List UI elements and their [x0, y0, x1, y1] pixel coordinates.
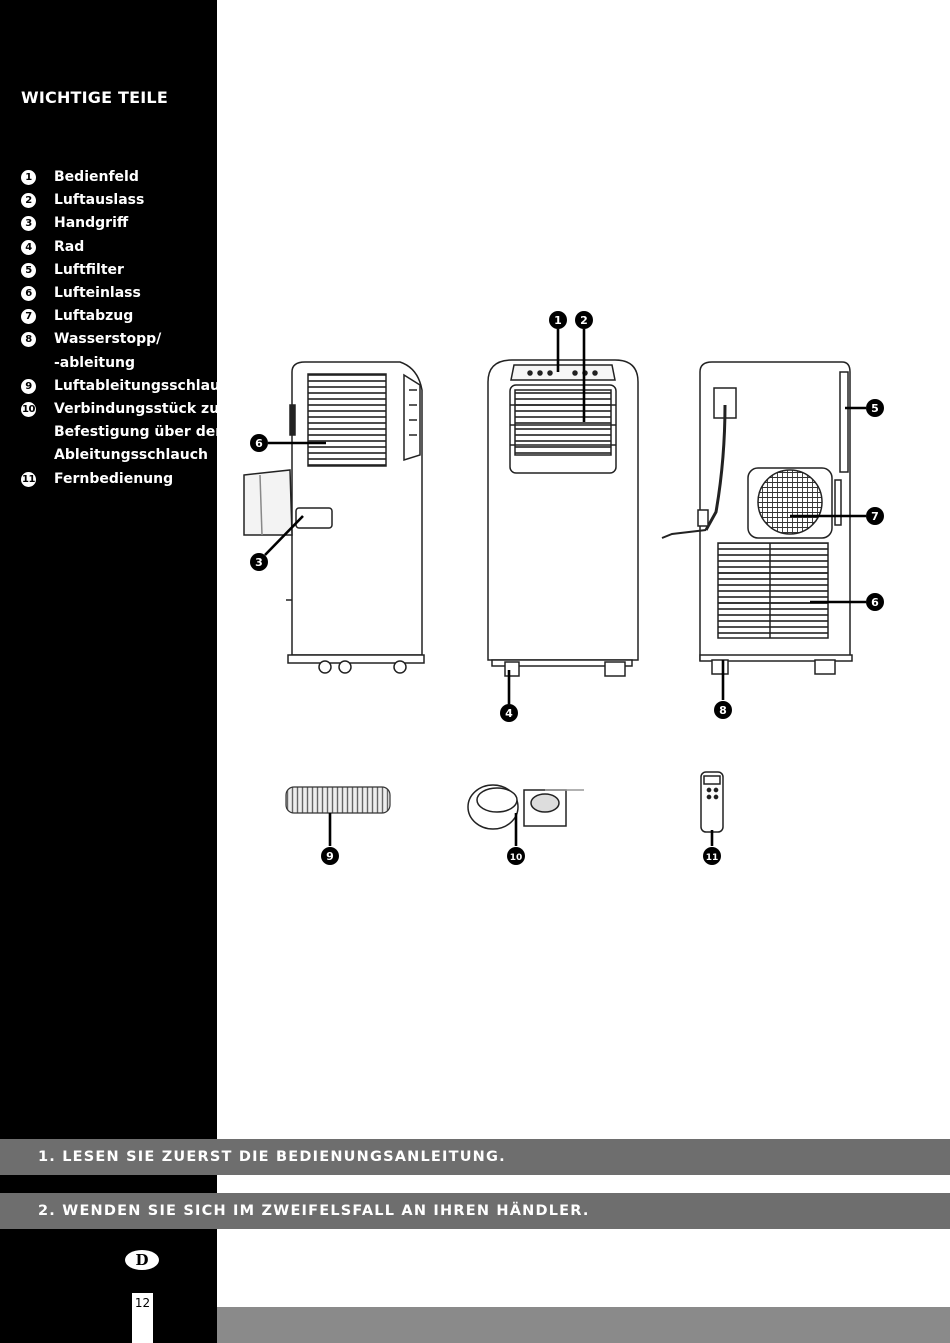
callout-1: 1 [549, 311, 567, 329]
part-label: Luftabzug [54, 308, 134, 325]
callout-label: 4 [505, 707, 513, 720]
part-number: 4 [21, 239, 36, 255]
callout-10: 10 [507, 847, 525, 865]
callout-label: 7 [871, 510, 879, 523]
part-label: Rad [54, 238, 85, 255]
front-view [487, 359, 639, 677]
accessory-hose [285, 786, 391, 814]
part-label: -ableitung [54, 354, 136, 371]
callout-5: 5 [866, 399, 884, 417]
accessory-connector [467, 784, 584, 830]
part-item-continuation: Ableitungsschlauch [21, 444, 238, 467]
part-number: 6 [21, 286, 36, 302]
callout-6-rear: 6 [866, 593, 884, 611]
part-item-continuation: Befestigung über dem [21, 421, 238, 444]
part-item: 6 Lufteinlass [21, 282, 238, 305]
part-item: 8 Wasserstopp/ [21, 328, 238, 351]
part-number: 1 [21, 170, 36, 185]
parts-list: 1 Bedienfeld 2 Luftauslass 3 Handgriff 4 Rad… [21, 166, 238, 491]
part-number: 10 [21, 402, 36, 418]
callout-label: 2 [580, 314, 588, 327]
part-number: 11 [21, 471, 36, 487]
accessory-remote [700, 771, 724, 833]
part-item: 4 Rad [21, 236, 238, 259]
part-label: Lufteinlass [54, 285, 141, 302]
part-item: 2 Luftauslass [21, 189, 238, 212]
product-illustration: 1 2 6 3 4 5 7 6 8 9 10 11 [243, 311, 884, 865]
part-label: Handgriff [54, 215, 129, 232]
part-number: 3 [21, 216, 36, 232]
part-label: Fernbedienung [54, 470, 174, 487]
footer-strip [217, 1307, 950, 1343]
callout-label: 9 [326, 850, 334, 863]
side-view [243, 361, 425, 674]
part-number: 2 [21, 193, 36, 209]
part-item: 11 Fernbedienung [21, 468, 238, 491]
callout-label: 6 [255, 437, 263, 450]
part-item: 5 Luftfilter [21, 259, 238, 282]
part-item: 10 Verbindungsstück zur [21, 398, 238, 421]
rear-view [661, 361, 853, 675]
part-item-continuation: -ableitung [21, 352, 238, 375]
note-bar-2: 2. WENDEN SIE SICH IM ZWEIFELSFALL AN IH… [0, 1193, 950, 1229]
part-label: Verbindungsstück zur [54, 401, 227, 418]
callout-11: 11 [703, 847, 721, 865]
part-label: Wasserstopp/ [54, 331, 162, 348]
page-number: 12 [132, 1293, 153, 1343]
section-title: WICHTIGE TEILE [21, 88, 168, 107]
part-label: Luftfilter [54, 261, 124, 278]
callout-9: 9 [321, 847, 339, 865]
part-label: Befestigung über dem [54, 424, 230, 441]
callout-label: 3 [255, 556, 263, 569]
callout-3: 3 [250, 553, 268, 571]
callout-label: 8 [719, 704, 727, 717]
part-number: 8 [21, 332, 36, 348]
callout-6-side: 6 [250, 434, 268, 452]
part-label: Ableitungsschlauch [54, 447, 209, 464]
language-badge: D [125, 1250, 159, 1270]
part-item: 3 Handgriff [21, 212, 238, 235]
callout-8: 8 [714, 701, 732, 719]
callout-2: 2 [575, 311, 593, 329]
sidebar [0, 0, 217, 1343]
callout-4: 4 [500, 704, 518, 722]
part-label: Luftauslass [54, 192, 145, 209]
callout-label: 6 [871, 596, 879, 609]
part-number: 9 [21, 378, 36, 394]
callout-7: 7 [866, 507, 884, 525]
part-number: 7 [21, 309, 36, 325]
part-label: Bedienfeld [54, 169, 139, 185]
part-item: 9 Luftableitungsschlauch [21, 375, 238, 398]
part-number: 5 [21, 262, 36, 278]
part-item: 1 Bedienfeld [21, 166, 238, 189]
part-label: Luftableitungsschlauch [54, 377, 239, 394]
part-item: 7 Luftabzug [21, 305, 238, 328]
callout-label: 5 [871, 402, 879, 415]
note-bar-1: 1. LESEN SIE ZUERST DIE BEDIENUNGSANLEIT… [0, 1139, 950, 1175]
callout-label: 1 [554, 314, 562, 327]
leader-lines [264, 329, 866, 846]
callout-label: 10 [510, 853, 523, 863]
callout-label: 11 [706, 853, 719, 863]
